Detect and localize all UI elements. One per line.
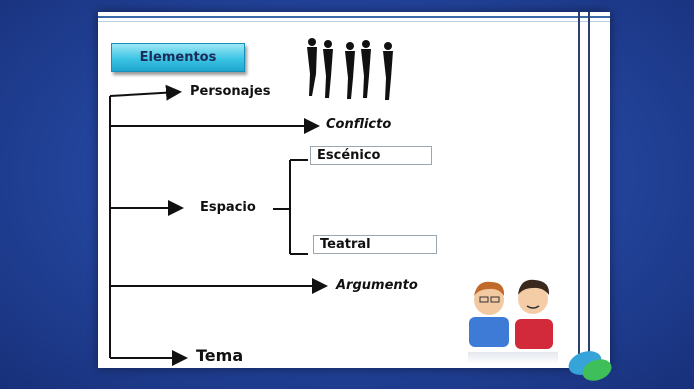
connector-arrows	[109, 84, 328, 366]
conflicto-label: Conflicto	[326, 117, 392, 132]
teatral-box: Teatral	[313, 235, 437, 254]
top-decor-line-light	[98, 21, 610, 22]
personajes-label: Personajes	[190, 84, 271, 99]
illustration-shadow	[468, 352, 558, 364]
slide: Elementos	[98, 12, 610, 368]
right-decor-line-2	[588, 12, 590, 368]
cartoon-people-illustration	[469, 279, 553, 349]
elementos-badge: Elementos	[111, 43, 245, 72]
tema-label: Tema	[196, 346, 244, 365]
escenico-box: Escénico	[310, 146, 432, 165]
espacio-label: Espacio	[200, 200, 256, 215]
people-silhouettes-icon	[307, 38, 393, 100]
right-decor-line-1	[578, 12, 580, 368]
argumento-label: Argumento	[336, 278, 418, 293]
top-decor-line	[98, 16, 610, 18]
